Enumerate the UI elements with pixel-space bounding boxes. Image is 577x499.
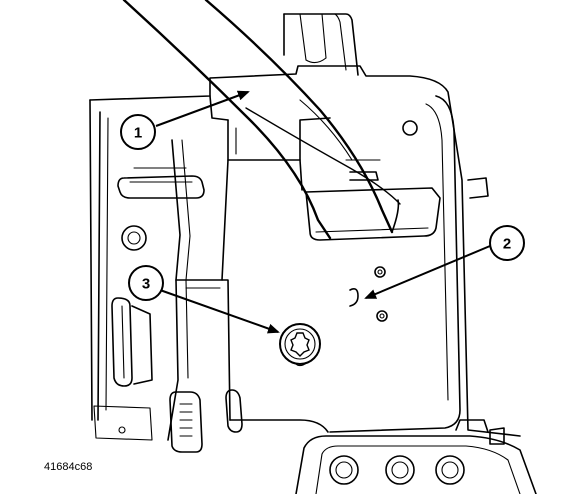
leader-lines bbox=[155, 90, 491, 334]
lower-left-details bbox=[93, 389, 243, 453]
callout-2-label: 2 bbox=[503, 236, 511, 253]
left-boss bbox=[121, 225, 147, 251]
locator-holes bbox=[349, 266, 388, 322]
pillar-panel bbox=[89, 65, 521, 441]
left-grip bbox=[111, 297, 153, 387]
callout-3: 3 bbox=[128, 265, 164, 301]
panel-hole bbox=[402, 120, 418, 136]
lower-right-frame bbox=[295, 419, 537, 495]
callout-1-label: 1 bbox=[134, 125, 142, 142]
callout-1: 1 bbox=[120, 114, 156, 150]
anchor-bolt bbox=[279, 323, 321, 367]
callout-3-label: 3 bbox=[142, 276, 150, 293]
figure-id: 41684c68 bbox=[44, 461, 92, 473]
callout-2: 2 bbox=[489, 225, 525, 261]
left-slot bbox=[117, 167, 205, 199]
seatbelt-webbing bbox=[122, 0, 401, 240]
upper-bracket bbox=[283, 13, 359, 76]
belt-guide bbox=[305, 159, 441, 241]
